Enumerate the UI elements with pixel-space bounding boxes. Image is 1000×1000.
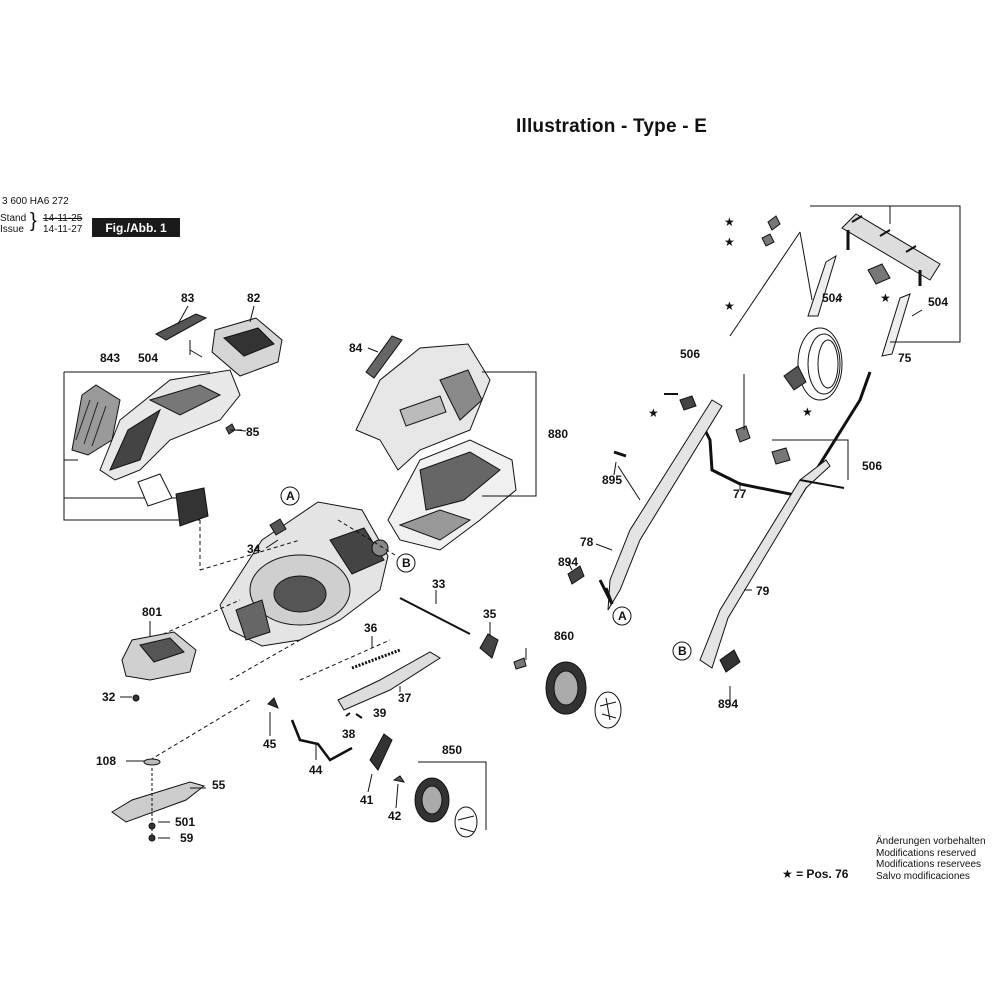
part-label-41: 41 [360,793,374,807]
part-label-42: 42 [388,809,402,823]
svg-text:★: ★ [724,215,735,229]
part-label-44: 44 [309,763,323,777]
part-label-880: 880 [548,427,568,441]
svg-text:★: ★ [648,406,659,420]
part-label-85: 85 [246,425,260,439]
stand-label: Stand [0,213,27,224]
part-label-77: 77 [733,487,747,501]
part-label-895: 895 [602,473,622,487]
part-label-83: 83 [181,291,195,305]
part-label-504-right: 504 [928,295,948,309]
part-label-34: 34 [247,542,261,556]
wheels-drawing [414,648,622,838]
part-label-78: 78 [580,535,594,549]
callout-b-chassis: B [402,556,411,570]
callout-b-handle: B [678,644,687,658]
part-label-59: 59 [180,831,194,845]
part-label-108: 108 [96,754,116,768]
part-label-506-left: 506 [680,347,700,361]
part-label-506-right: 506 [862,459,882,473]
revision-block: Stand 14-11-25 Issue 14-11-27 } [0,210,83,235]
part-label-84: 84 [349,341,363,355]
note-line: Modifications reserved [876,847,977,859]
modifications-note: Änderungen vorbehalten Modifications res… [876,836,986,882]
part-label-504: 504 [138,351,158,365]
star-markers: ★ ★ ★ ★ ★ ★ [648,215,891,420]
part-label-37: 37 [398,691,412,705]
part-label-894-right: 894 [718,697,738,711]
stand-date: 14-11-25 [43,213,83,224]
part-label-504-center: 504 [822,291,842,305]
part-label-79: 79 [756,584,770,598]
callout-a-handle: A [618,609,627,623]
part-label-843: 843 [100,351,120,365]
part-label-32: 32 [102,690,116,704]
figure-label: Fig./Abb. 1 [92,218,180,237]
svg-text:★: ★ [724,235,735,249]
part-label-36: 36 [364,621,378,635]
part-label-850: 850 [442,743,462,757]
part-label-75: 75 [898,351,912,365]
part-label-55: 55 [212,778,226,792]
part-label-39: 39 [373,706,387,720]
part-label-35: 35 [483,607,497,621]
part-label-45: 45 [263,737,277,751]
blade-drawing [111,758,206,842]
svg-text:★: ★ [802,405,813,419]
motor-drawing [121,631,197,702]
chassis-drawing [149,501,396,761]
part-number: 3 600 HA6 272 [2,196,69,207]
part-label-38: 38 [342,727,356,741]
part-label-501: 501 [175,815,195,829]
cover-assembly-drawing [63,313,283,570]
handle-assembly-drawing [567,205,961,673]
part-label-82: 82 [247,291,261,305]
note-line: Modifications reservees [876,859,982,870]
star-legend: ★ = Pos. 76 [782,867,849,881]
part-label-860: 860 [554,629,574,643]
page-title: Illustration - Type - E [516,116,708,137]
brace-icon: } [30,210,37,232]
callout-a-chassis: A [286,489,295,503]
issue-date: 14-11-27 [43,224,83,235]
grass-box-drawing [355,335,537,551]
note-line: Salvo modificaciones [876,870,970,882]
issue-label: Issue [0,224,24,235]
svg-text:★: ★ [880,291,891,305]
note-line: Änderungen vorbehalten [876,836,986,847]
svg-text:★: ★ [724,299,735,313]
part-label-801: 801 [142,605,162,619]
part-label-33: 33 [432,577,446,591]
height-adjust-drawing [267,597,499,783]
part-label-894-left: 894 [558,555,578,569]
